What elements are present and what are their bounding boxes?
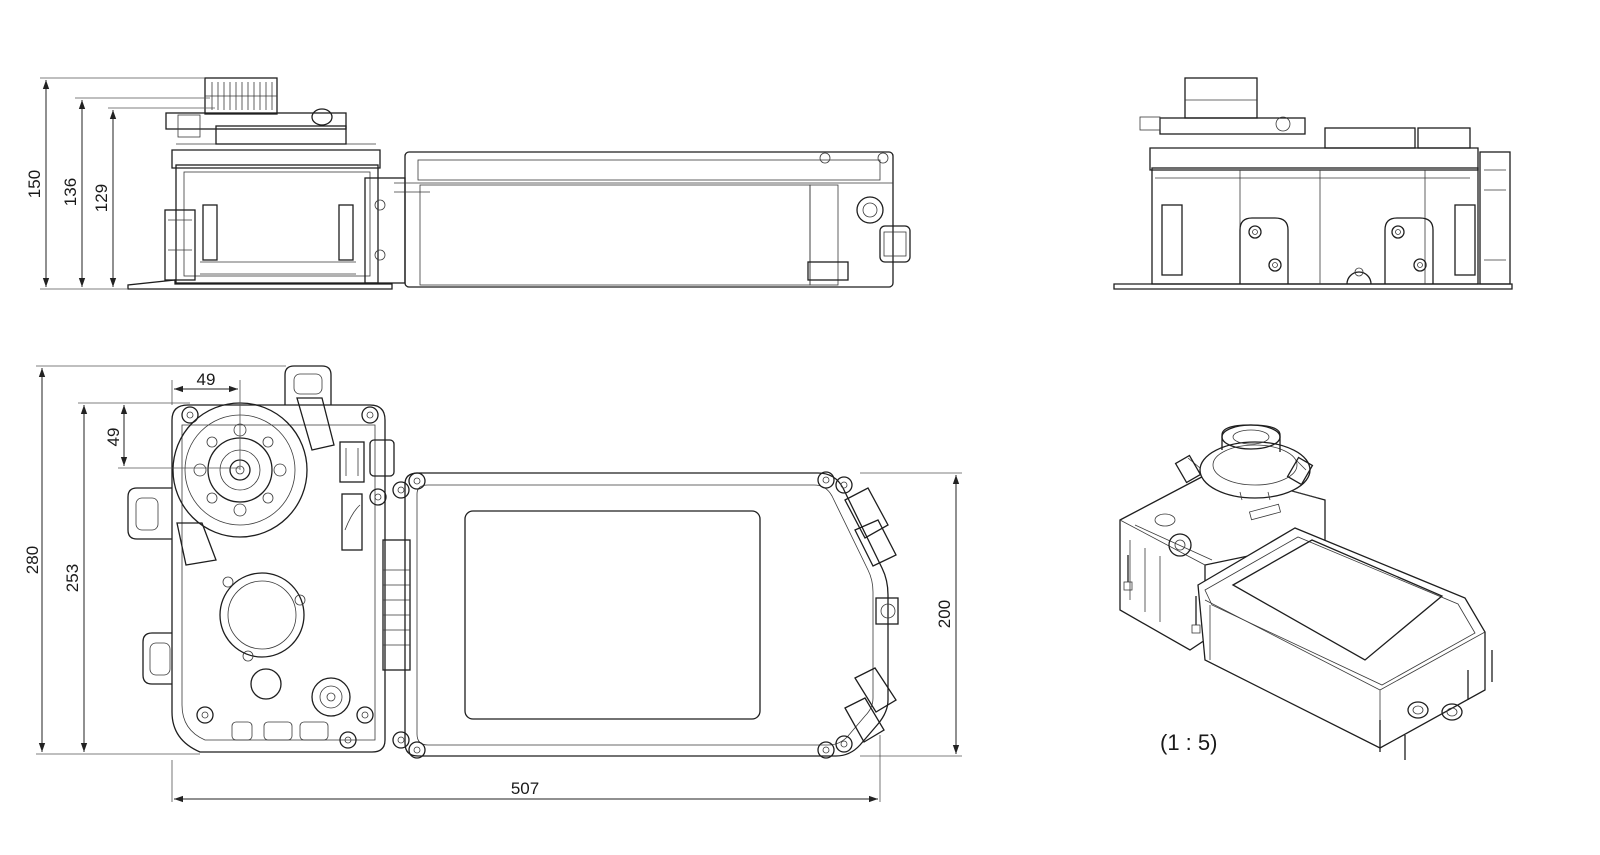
dim-253-label: 253 [63,564,82,592]
dim-280-label: 280 [23,546,42,574]
dim-129-label: 129 [92,184,111,212]
dim-49-vertical-label: 49 [104,428,123,447]
dim-507-label: 507 [511,779,539,798]
side-elevation-view [127,77,911,290]
dim-150-label: 150 [25,170,44,198]
plan-view [127,365,899,759]
dim-49-horizontal-label: 49 [197,370,216,389]
dim-200-label: 200 [935,600,954,628]
plan-dimensions: 280 253 49 49 200 507 [23,365,962,803]
scale-note: (1 : 5) [1160,730,1217,755]
dim-136-label: 136 [61,178,80,206]
side-dimensions: 150 136 129 [25,77,215,290]
end-elevation-view [1113,77,1513,290]
isometric-view [1119,424,1493,760]
